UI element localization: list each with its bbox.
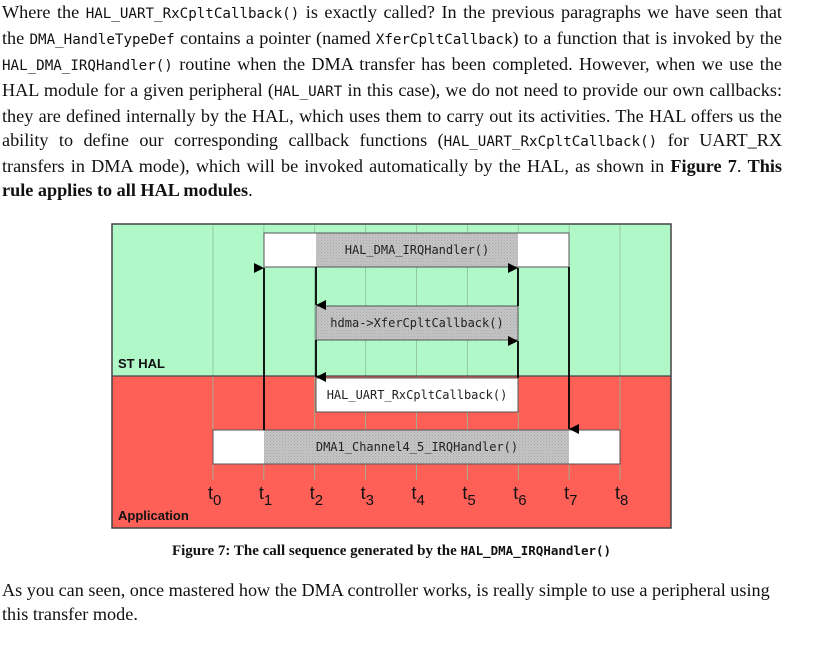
block-hal-uart-rxcpltcallback: HAL_UART_RxCpltCallback() [315,377,519,413]
code-hal-uart-rxcpltcallback: HAL_UART_RxCpltCallback() [85,6,300,22]
block-active-segment [316,233,518,267]
block-xfer-cplt-callback: hdma->XferCpltCallback() [315,305,519,341]
time-tick-label: t5 [462,483,475,509]
time-tick-label: t6 [513,483,526,509]
block-label: DMA1_Channel4_5_IRQHandler() [316,440,518,454]
block-label: HAL_DMA_IRQHandler() [345,243,490,257]
code-hal-uart: HAL_UART [273,84,343,100]
text-run: for UART_RX transfers in DMA mode), whic… [2,130,782,176]
time-tick-labels: t0 t1 t2 t3 t4 t5 t6 t7 t8 [208,483,628,509]
application-lane [112,376,671,528]
block-idle-segment [315,377,519,413]
text-run: . [736,156,748,176]
code-hal-uart-rxcpltcallback: HAL_UART_RxCpltCallback() [443,134,658,150]
time-tick-label: t1 [259,483,272,509]
block-idle-segment [213,430,264,464]
text-run: is exactly called? In the previous parag… [2,2,782,48]
figure-border [111,223,672,529]
time-tick-label: t4 [412,483,425,509]
time-gridlines [212,225,621,480]
time-tick-label: t2 [310,483,323,509]
text-run: in this case), we do not need to provide… [2,80,782,150]
text-run: . [248,180,253,200]
block-outline [212,429,621,465]
block-dma1-channel4-5-irqhandler: DMA1_Channel4_5_IRQHandler() [212,429,621,465]
text-run: Where the [2,2,86,22]
block-label: hdma->XferCpltCallback() [330,316,503,330]
outro-paragraph: As you can seen, once mastered how the D… [2,580,770,624]
intro-paragraph: Where the HAL_UART_RxCpltCallback() is e… [2,0,782,202]
block-idle-segment [518,233,569,267]
figure-caption: Figure 7: The call sequence generated by… [0,540,783,562]
caption-code: HAL_DMA_IRQHandler() [460,543,612,558]
lane-label-st-hal: ST HAL [118,356,165,371]
code-dma-handletypedef: DMA_HandleTypeDef [29,32,175,48]
lane-label-application: Application [118,508,189,523]
text-run: ) to a function that is invoked by the [512,28,782,48]
time-tick-label: t8 [615,483,628,509]
text-run: routine when the DMA transfer has been c… [2,54,782,100]
code-xfercpltcallback: XferCpltCallback [375,32,513,48]
block-active-segment [264,430,569,464]
block-idle-segment [569,430,620,464]
code-hal-dma-irqhandler: HAL_DMA_IRQHandler() [2,58,173,74]
block-label: HAL_UART_RxCpltCallback() [327,388,508,402]
time-tick-label: t0 [208,483,221,509]
time-tick-label: t7 [564,483,577,509]
time-tick-label: t3 [361,483,374,509]
block-active-segment [315,305,519,341]
figure-reference: Figure 7 [670,156,737,176]
text-run: contains a pointer (named [174,28,376,48]
block-outline [263,232,570,268]
block-hal-dma-irqhandler: HAL_DMA_IRQHandler() [263,232,570,268]
caption-text: Figure 7: The call sequence generated by… [171,543,461,559]
block-idle-segment [264,233,316,267]
emphasis-rule: This rule applies to all HAL modules [2,156,783,200]
st-hal-lane [112,224,671,376]
